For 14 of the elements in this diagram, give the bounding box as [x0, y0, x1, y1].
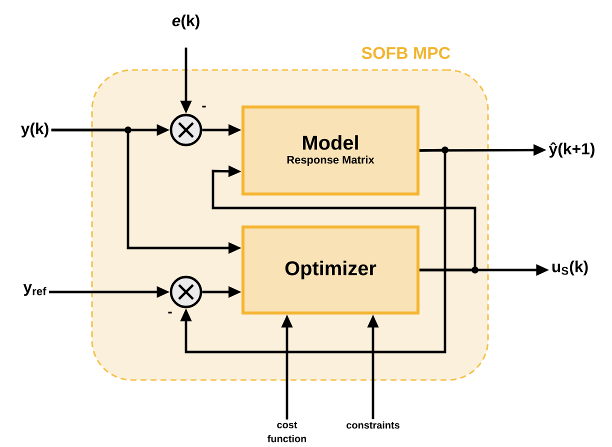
process-box: Model Response Matrix [242, 106, 420, 196]
sign-label: - [168, 312, 172, 314]
signal-label: constraints [346, 421, 400, 429]
sign-label: - [202, 106, 206, 108]
signal-label: e(k) [172, 14, 200, 30]
signal-label: cost function [268, 422, 306, 442]
arrow [180, 148, 446, 354]
signal-label: y(k) [20, 122, 48, 138]
arrow [212, 165, 476, 272]
process-box: Optimizer [242, 226, 420, 314]
signal-label: ŷ(k+1) [548, 142, 594, 158]
signal-label: u$_{S}$(k) [552, 260, 588, 276]
node-label: SOFB MPC [362, 47, 450, 59]
signal-label: y$_{ref}$ [23, 284, 46, 296]
